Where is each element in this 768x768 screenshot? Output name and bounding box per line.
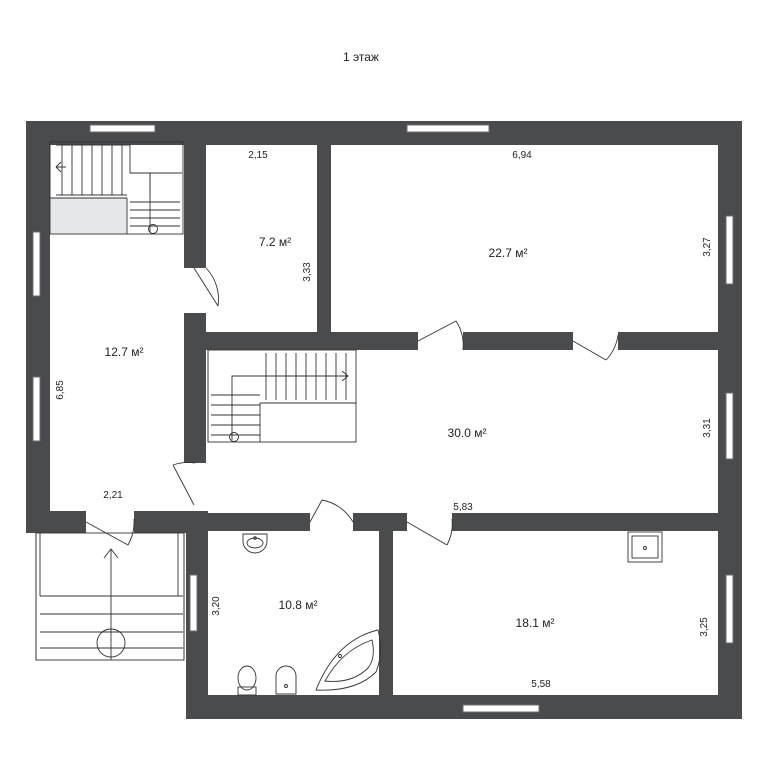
dimension-label: 6,94	[512, 150, 532, 161]
dimension-label: 3,20	[211, 596, 222, 616]
dimension-label: 5,58	[531, 679, 551, 690]
floor-title: 1 этаж	[343, 50, 379, 64]
fixtures	[237, 531, 663, 696]
room-area-living: 30.0 м²	[448, 426, 487, 440]
dimension-label: 5,83	[453, 502, 473, 513]
entrance-stair	[35, 532, 185, 661]
dimension-label: 3,25	[699, 617, 710, 637]
walls	[26, 121, 742, 719]
room-area-bathroom: 10.8 м²	[279, 598, 318, 612]
stair-middle	[207, 349, 357, 443]
shower-icon	[627, 531, 663, 563]
dimension-label: 2,21	[103, 490, 123, 501]
stair-upper	[49, 141, 184, 235]
dimension-label: 3,31	[702, 418, 713, 438]
room-area-bottom-right: 18.1 м²	[516, 616, 555, 630]
toilet-icon	[237, 665, 257, 696]
bathtub-icon	[315, 629, 381, 691]
sink-icon	[242, 533, 268, 554]
room-area-small: 7.2 м²	[259, 235, 291, 249]
doors	[85, 267, 619, 546]
dimension-label: 3,33	[302, 262, 313, 282]
room-area-top-right: 22.7 м²	[489, 246, 528, 260]
dimension-label: 2,15	[248, 150, 268, 161]
dimension-label: 3,27	[702, 237, 713, 257]
windows	[32, 124, 734, 713]
dimension-label: 6,85	[55, 380, 66, 400]
stair-landing	[50, 198, 127, 234]
room-area-hall: 12.7 м²	[105, 345, 144, 359]
bidet-icon	[275, 665, 297, 695]
